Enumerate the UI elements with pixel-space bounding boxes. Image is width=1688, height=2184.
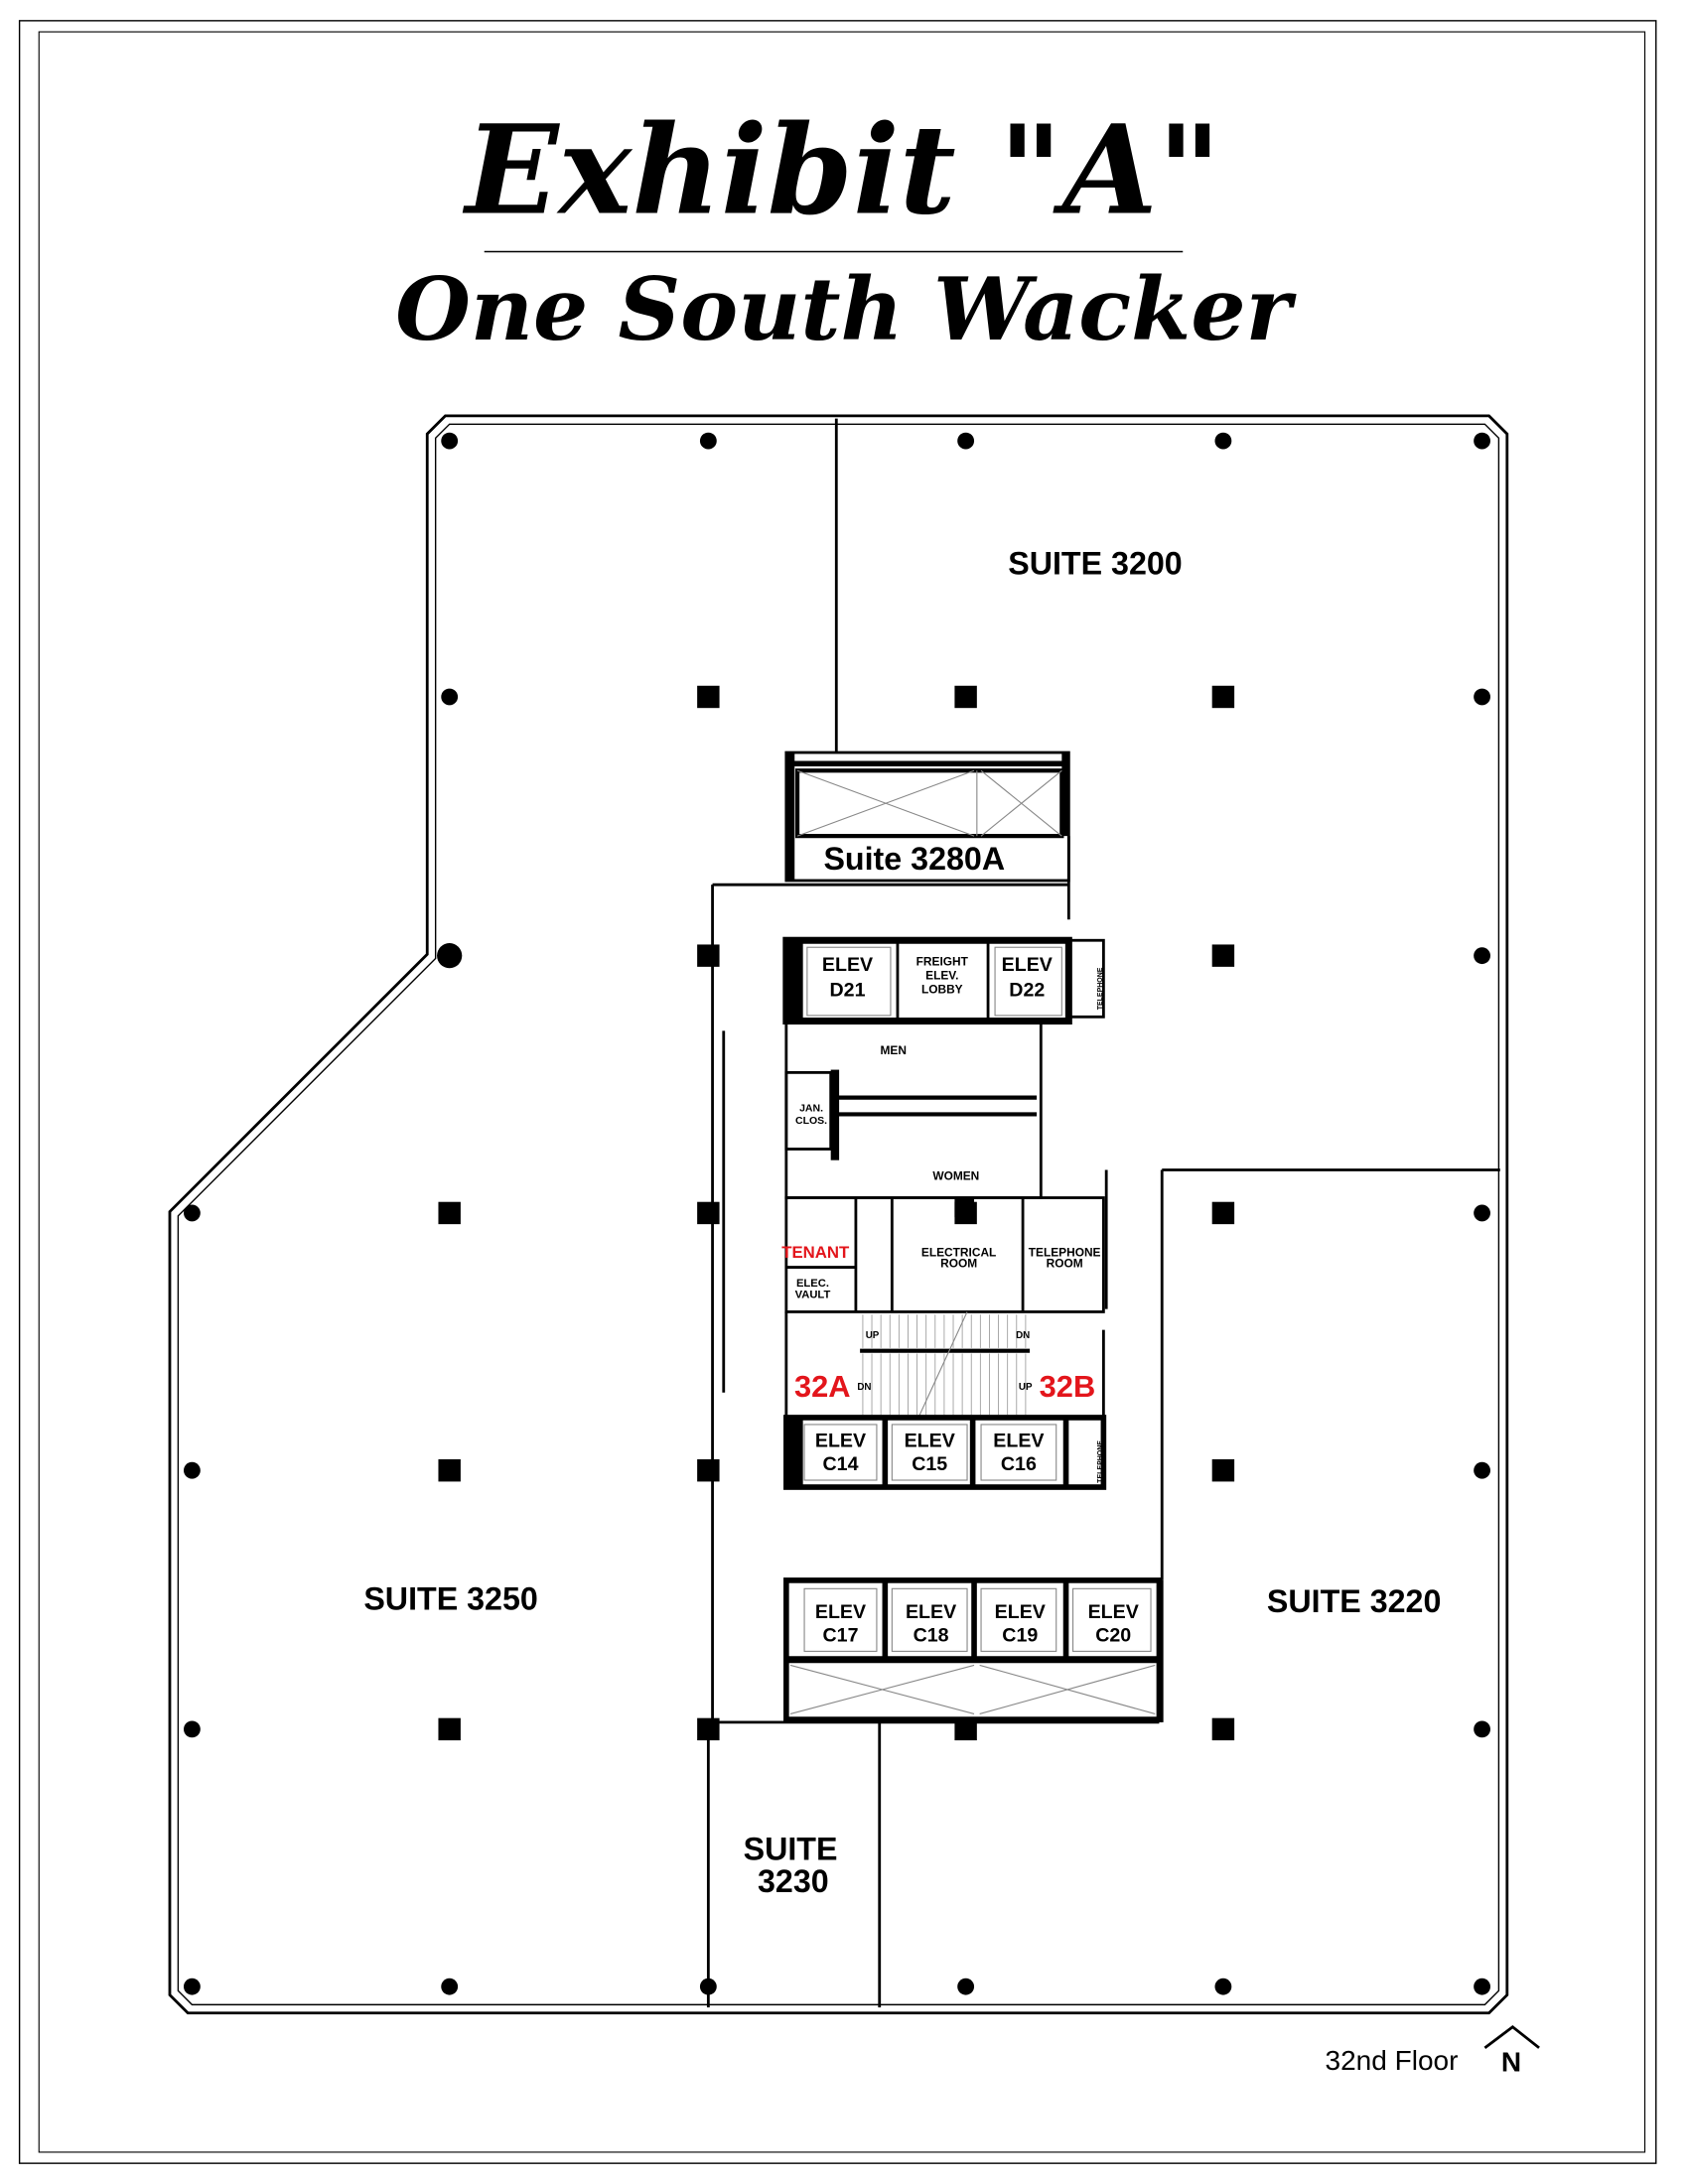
exhibit-title: Exhibit "A" (463, 98, 1221, 242)
stair-32a-label: 32A (794, 1369, 851, 1404)
suite-3220-label: SUITE 3220 (1267, 1583, 1442, 1619)
inner-border (38, 31, 1646, 2153)
svg-text:ELEV: ELEV (906, 1601, 956, 1623)
svg-text:C15: C15 (912, 1453, 947, 1475)
suite-3230-label: SUITE 3230 (744, 1832, 838, 1899)
svg-text:ELEV: ELEV (815, 1430, 866, 1451)
svg-text:N: N (1501, 2047, 1521, 2078)
svg-text:ROOM: ROOM (1047, 1257, 1083, 1271)
telephone-room-label: TELEPHONE ROOM (1029, 1245, 1101, 1270)
telephone-closet-label: TELEPHONE (1097, 967, 1104, 1010)
svg-text:ROOM: ROOM (940, 1257, 977, 1271)
building-name: One South Wacker (395, 259, 1297, 360)
svg-text:ELEV.: ELEV. (925, 968, 958, 982)
svg-text:C18: C18 (914, 1625, 949, 1647)
suite-partitions (706, 418, 1500, 2008)
elevator-d21: ELEV D21 (822, 954, 873, 1001)
columns (183, 432, 1490, 1995)
tenant-label: TENANT (781, 1243, 850, 1262)
core-top-shaft (784, 751, 1070, 883)
electrical-room-label: ELECTRICAL ROOM (921, 1245, 996, 1270)
svg-text:C16: C16 (1001, 1453, 1037, 1475)
svg-text:ELEV: ELEV (1002, 954, 1053, 976)
stairwell (784, 1311, 1105, 1419)
telephone-closet-label: TELEPHONE (1097, 1440, 1104, 1483)
svg-text:ELEC.: ELEC. (796, 1278, 829, 1290)
svg-text:C17: C17 (823, 1625, 859, 1647)
svg-text:TELEPHONE: TELEPHONE (1029, 1245, 1101, 1259)
freight-elevator-lobby: FREIGHT ELEV. LOBBY (916, 954, 969, 996)
svg-text:C19: C19 (1002, 1625, 1038, 1647)
stair-dn-label: DN (1016, 1330, 1030, 1341)
svg-text:ELEV: ELEV (815, 1601, 866, 1623)
electrical-vault-label: ELEC. VAULT (795, 1278, 831, 1300)
stair-up-label: UP (1019, 1382, 1033, 1393)
svg-text:LOBBY: LOBBY (921, 982, 963, 996)
svg-text:C14: C14 (823, 1453, 859, 1475)
svg-text:SUITE: SUITE (744, 1832, 838, 1867)
restrooms (784, 1020, 1043, 1199)
floor-label: 32nd Floor (1326, 2045, 1459, 2076)
svg-text:3230: 3230 (758, 1863, 829, 1899)
svg-text:C20: C20 (1095, 1625, 1131, 1647)
svg-text:ELECTRICAL: ELECTRICAL (921, 1245, 996, 1259)
utility-rooms (784, 1196, 1105, 1313)
svg-text:VAULT: VAULT (795, 1289, 831, 1300)
outer-border (18, 20, 1657, 2164)
stair-dn-label: DN (857, 1382, 871, 1393)
elevator-bank-c17-c20 (783, 1577, 1163, 1722)
svg-text:D22: D22 (1009, 979, 1045, 1001)
north-arrow-icon: N (1483, 2025, 1540, 2078)
stair-up-label: UP (866, 1330, 880, 1341)
suite-3280a-label: Suite 3280A (823, 841, 1005, 877)
janitor-closet-label: JAN. CLOS. (795, 1103, 827, 1128)
suite-3200-label: SUITE 3200 (1008, 546, 1183, 582)
svg-text:D21: D21 (830, 979, 866, 1001)
women-restroom-label: WOMEN (932, 1168, 979, 1182)
svg-text:ELEV: ELEV (993, 1430, 1044, 1451)
stair-32b-label: 32B (1040, 1369, 1096, 1404)
svg-text:ELEV: ELEV (905, 1430, 955, 1451)
men-restroom-label: MEN (881, 1043, 907, 1057)
corridor-walls (712, 836, 1164, 1724)
svg-text:ELEV: ELEV (822, 954, 873, 976)
suite-3250-label: SUITE 3250 (363, 1580, 538, 1616)
svg-text:ELEV: ELEV (1088, 1601, 1139, 1623)
svg-text:CLOS.: CLOS. (795, 1115, 827, 1127)
elevator-d22: ELEV D22 (1002, 954, 1053, 1001)
elevator-bank-c14-c16 (783, 1415, 1107, 1490)
svg-text:FREIGHT: FREIGHT (916, 954, 969, 968)
svg-text:ELEV: ELEV (995, 1601, 1046, 1623)
building-outline (168, 414, 1509, 2015)
svg-text:JAN.: JAN. (799, 1103, 823, 1115)
